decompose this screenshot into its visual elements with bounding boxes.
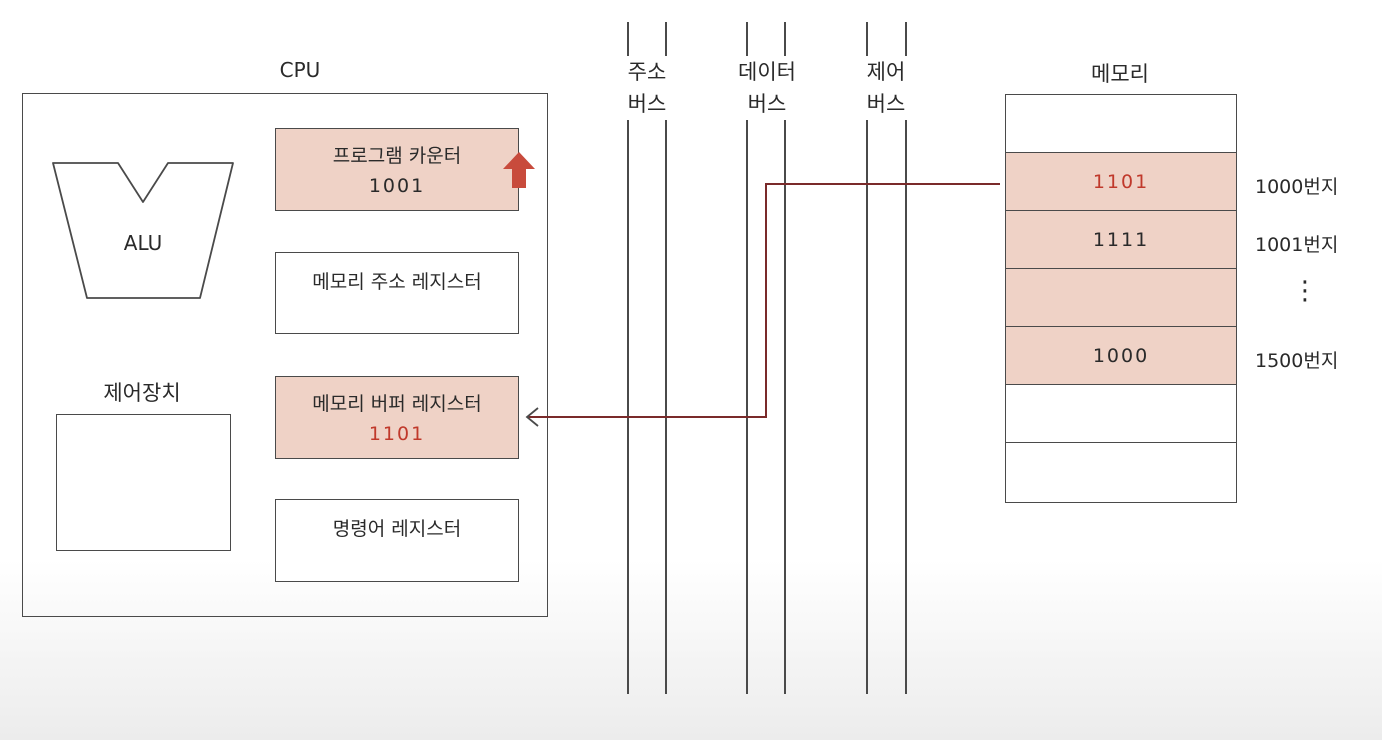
address-bus-line-1 (627, 22, 629, 694)
cpu-title: CPU (279, 58, 321, 82)
data-bus-line-2 (784, 22, 786, 694)
memory-buffer-register-label: 메모리 버퍼 레지스터 (312, 393, 482, 415)
memory-title: 메모리 (1091, 62, 1149, 86)
address-bus-label-line2: 버스 (627, 92, 667, 116)
control-bus-line-1 (866, 22, 868, 694)
data-bus-label: 데이터 버스 (722, 56, 812, 120)
program-counter-value: 1001 (368, 175, 426, 197)
memory-cell: 1111 (1005, 210, 1237, 269)
memory-buffer-register-value: 1101 (368, 423, 426, 445)
address-bus-label: 주소 버스 (612, 56, 682, 120)
memory-address-label: 1001번지 (1255, 234, 1339, 256)
program-counter-register: 프로그램 카운터 1001 (275, 128, 519, 211)
alu-label: ALU (123, 231, 163, 255)
memory-address-label: 1000번지 (1255, 176, 1339, 198)
control-bus-label-line2: 버스 (866, 92, 906, 116)
data-bus-label-line1: 데이터 (738, 60, 796, 84)
control-unit-box (56, 414, 231, 551)
cpu-box (22, 93, 548, 617)
memory-cell: 1000 (1005, 326, 1237, 385)
program-counter-label: 프로그램 카운터 (332, 145, 462, 167)
alu-shape (52, 162, 234, 299)
pc-increment-arrow-icon (503, 152, 535, 188)
control-bus-label-line1: 제어 (866, 60, 906, 84)
memory-cell (1005, 384, 1237, 443)
data-bus-label-line2: 버스 (747, 92, 787, 116)
memory-ellipsis: ⋮ (1292, 276, 1318, 306)
memory-cell-value: 1101 (1092, 171, 1150, 193)
memory-address-register: 메모리 주소 레지스터 (275, 252, 519, 334)
memory-buffer-register: 메모리 버퍼 레지스터 1101 (275, 376, 519, 459)
memory-cell (1005, 442, 1237, 503)
address-bus-label-line1: 주소 (627, 60, 667, 84)
memory-address-register-label: 메모리 주소 레지스터 (312, 271, 482, 293)
memory-cell-value: 1000 (1092, 345, 1150, 367)
data-bus-line-1 (746, 22, 748, 694)
control-bus-label: 제어 버스 (851, 56, 921, 120)
memory-cell (1005, 94, 1237, 153)
control-unit-label: 제어장치 (103, 381, 181, 405)
instruction-register: 명령어 레지스터 (275, 499, 519, 582)
memory-cell (1005, 268, 1237, 327)
memory-cell-value: 1111 (1092, 229, 1150, 251)
address-bus-line-2 (665, 22, 667, 694)
memory-cell: 1101 (1005, 152, 1237, 211)
instruction-register-label: 명령어 레지스터 (332, 518, 462, 540)
memory-address-label: 1500번지 (1255, 350, 1339, 372)
control-bus-line-2 (905, 22, 907, 694)
